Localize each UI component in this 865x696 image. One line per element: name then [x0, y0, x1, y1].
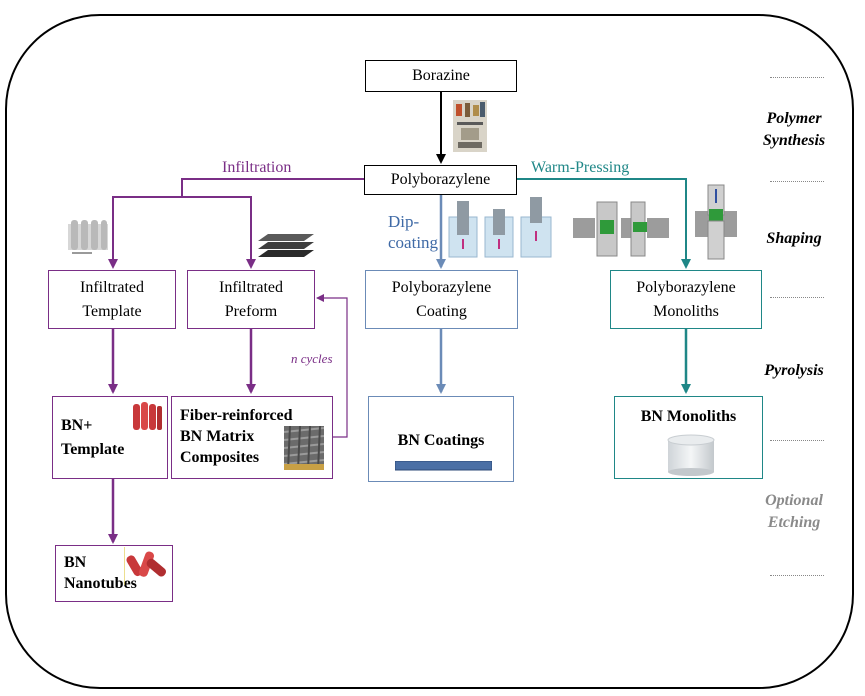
warm-pressing-diagram [569, 198, 675, 260]
node-borazine: Borazine [365, 60, 517, 92]
dip-coating-illustration [448, 197, 552, 258]
bn-template-tubes-icon [133, 402, 162, 430]
stage-polymer-synthesis: Polymer Synthesis [762, 110, 826, 150]
fiber-composite-photo [284, 426, 324, 470]
stage-divider [770, 181, 824, 182]
label-warm-pressing: Warm-Pressing [531, 159, 630, 176]
stage-optional-etching: Optional Etching [765, 492, 823, 532]
node-infiltrated-template: Infiltrated Template [48, 270, 176, 329]
borazine-apparatus-photo [453, 100, 487, 152]
stage-pyrolysis: Pyrolysis [764, 362, 824, 379]
node-polyborazylene-monoliths: Polyborazylene Monoliths [610, 270, 762, 329]
stage-divider [770, 575, 824, 576]
arrow-n-cycles-loop [316, 294, 348, 438]
label-n-cycles: n cycles [291, 351, 333, 366]
node-infiltrated-preform: Infiltrated Preform [187, 270, 315, 329]
rounded-frame [5, 14, 854, 689]
arrow-to-infiltrated-preform [182, 196, 256, 269]
stage-divider [770, 297, 824, 298]
node-polyborazylene: Polyborazylene [364, 165, 517, 195]
bn-nanotubes-icon [124, 547, 167, 585]
mc-template-photo [62, 210, 112, 258]
bn-coating-bar [395, 461, 492, 471]
label-dip-coating: Dip- coating [388, 212, 439, 253]
stage-divider [770, 77, 824, 78]
arrow-to-infiltrated-template [108, 196, 182, 269]
fiber-layers-icon [258, 234, 314, 257]
press-die-diagram [695, 184, 737, 260]
stage-divider [770, 440, 824, 441]
bn-monolith-cylinder [667, 434, 715, 476]
node-bn-template: BN+ Template [52, 396, 168, 479]
label-infiltration: Infiltration [222, 159, 292, 176]
node-fiber-composites: Fiber-reinforced BN Matrix Composites [171, 396, 333, 479]
arrow-warm-pressing [517, 178, 691, 269]
arrow-infiltration-trunk [181, 178, 364, 197]
stage-shaping: Shaping [766, 230, 822, 247]
node-polyborazylene-coating: Polyborazylene Coating [365, 270, 518, 329]
